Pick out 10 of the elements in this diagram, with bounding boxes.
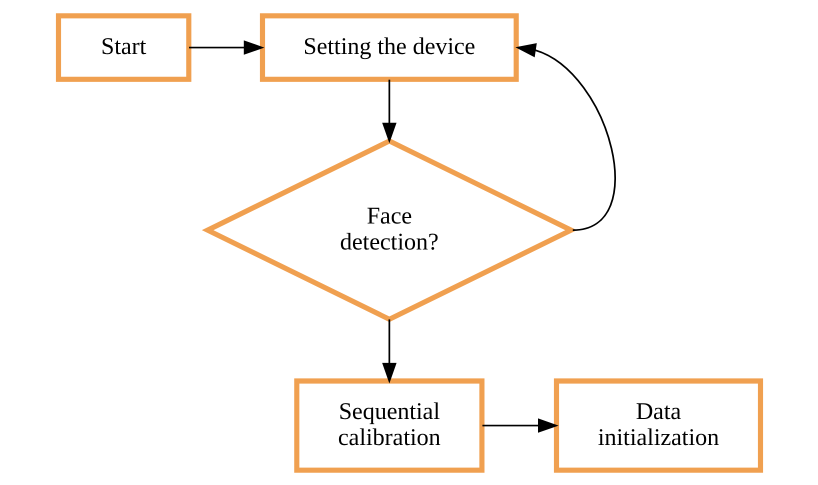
arrow bbox=[482, 418, 558, 432]
arrow bbox=[514, 42, 616, 230]
node-box: Start bbox=[55, 12, 191, 82]
node-box: Data initialization bbox=[553, 378, 763, 472]
node-box: Setting the device bbox=[259, 12, 518, 82]
arrow bbox=[382, 79, 396, 143]
arrow bbox=[382, 318, 396, 384]
node-box: Sequential calibration bbox=[294, 378, 484, 472]
node-diamond: Face detection? bbox=[201, 138, 576, 322]
arrow bbox=[188, 40, 264, 54]
